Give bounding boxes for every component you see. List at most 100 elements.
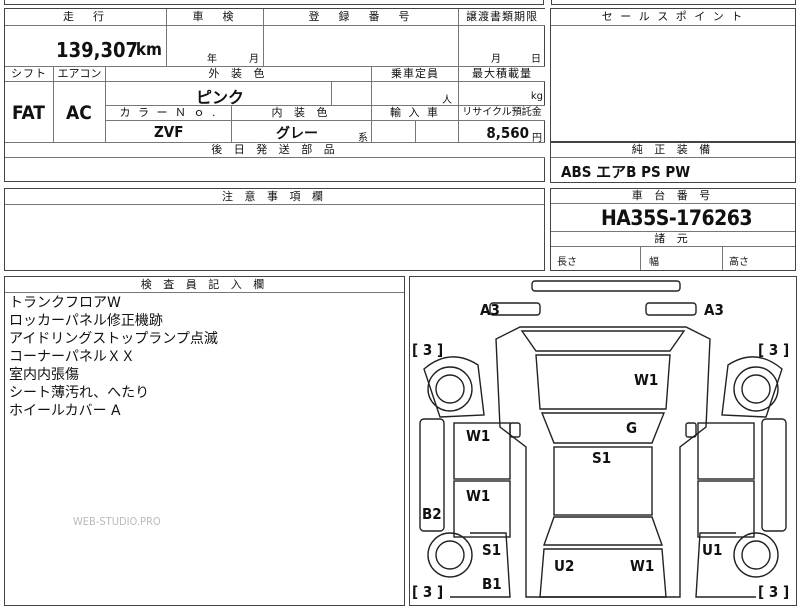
mark-hood: W1 — [634, 371, 659, 389]
wheel-front-left-inner-shape — [435, 374, 465, 404]
recycle-header: リサイクル預託金 — [459, 106, 545, 121]
mark-front-left: A3 — [480, 301, 500, 319]
mark-bracket-left-bottom: [ 3 ] — [412, 583, 444, 601]
mark-bracket-left-top: [ 3 ] — [412, 341, 444, 359]
standard-equipment-value: ABS エアB PS PW — [561, 163, 691, 181]
chassis-panel: 車 台 番 号 HA35S-176263 諸 元 長さ 幅 高さ — [550, 188, 796, 271]
mark-roof: S1 — [592, 449, 612, 467]
hood-shape — [535, 354, 671, 410]
inspection-month: 月 — [249, 54, 259, 65]
length-label: 長さ — [557, 257, 577, 268]
spec-table: 走 行 車 検 登 録 番 号 譲渡書類期限 139,307 km 年 月 月 … — [4, 8, 545, 182]
import-value-cell-a — [372, 121, 416, 143]
capacity-unit: 人 — [442, 95, 452, 106]
mark-trunk-right: W1 — [630, 557, 655, 575]
mark-right-rear-quarter: U1 — [702, 541, 723, 559]
right-front-door-shape — [697, 422, 755, 480]
mark-left-rear-quarter: S1 — [482, 541, 502, 559]
left-rocker-shape — [419, 418, 445, 532]
notes-panel: 注 意 事 項 欄 — [4, 188, 545, 271]
car-diagram-panel: A3 A3 [ 3 ] [ 3 ] W1 G S1 W1 W1 B2 S1 B1… — [409, 276, 797, 606]
chassis-number: HA35S-176263 — [601, 206, 753, 230]
height-cell: 高さ — [723, 247, 795, 270]
later-parts-value-cell — [5, 158, 545, 182]
wheel-front-right-shape — [733, 366, 779, 412]
later-parts-header: 後 日 発 送 部 品 — [5, 143, 545, 158]
wheel-rear-left-inner-shape — [435, 540, 465, 570]
inspector-note: ホイールカバー A — [9, 403, 121, 419]
exterior-color-header: 外 装 色 — [106, 67, 372, 82]
left-rear-door-shape — [453, 480, 511, 538]
chassis-header: 車 台 番 号 — [551, 189, 795, 204]
inspection-value-cell: 年 月 — [167, 26, 264, 67]
headlight-left-shape — [489, 302, 541, 316]
aircon-value: AC — [66, 102, 92, 124]
shift-header: シフト — [5, 67, 54, 82]
mark-bracket-right-top: [ 3 ] — [758, 341, 790, 359]
exterior-color-extra-cell — [332, 82, 372, 106]
inspector-note: コーナーパネルＸＸ — [9, 349, 135, 365]
transfer-day: 日 — [531, 54, 541, 65]
inspection-header: 車 検 — [167, 9, 264, 26]
fender-rear-left-shape — [450, 532, 511, 598]
headlight-right-shape — [645, 302, 697, 316]
standard-equipment-header: 純 正 装 備 — [551, 143, 795, 158]
wheel-rear-left-shape — [427, 532, 473, 578]
mark-windshield: G — [626, 419, 638, 437]
mark-left-front-door: W1 — [466, 427, 491, 445]
shift-value-cell: FAT — [5, 82, 54, 143]
recycle-amount: 8,560 — [486, 124, 529, 142]
registration-header: 登 録 番 号 — [264, 9, 459, 26]
recycle-unit: 円 — [532, 133, 542, 143]
recycle-value-cell: 8,560 円 — [459, 121, 545, 143]
car-outline-shape — [495, 326, 711, 598]
mark-left-rocker: B2 — [422, 505, 442, 523]
exterior-color-value: ピンク — [196, 88, 245, 106]
import-value-cell-b — [416, 121, 459, 143]
fender-front-left-shape — [423, 356, 485, 418]
top-cutoff-strip — [0, 0, 800, 6]
standard-equipment-panel: 純 正 装 備 ABS エアB PS PW — [550, 142, 796, 183]
wheel-front-right-inner-shape — [741, 374, 771, 404]
width-label: 幅 — [649, 257, 659, 268]
inspector-note: ロッカーパネル修正機跡 — [9, 313, 163, 329]
interior-color-suffix: 系 — [358, 133, 368, 143]
inspector-note: シート薄汚れ、へたり — [9, 385, 150, 401]
capacity-header: 乗車定員 — [372, 67, 459, 82]
color-no-header: カ ラ ー Ｎ ｏ . — [106, 106, 232, 121]
load-unit: kg — [530, 91, 543, 102]
mirror-left-shape — [509, 422, 521, 438]
rear-window-shape — [543, 516, 663, 546]
mileage-unit: km — [135, 40, 162, 60]
trunk-shape — [539, 548, 667, 598]
import-header: 輸 入 車 — [372, 106, 459, 121]
inspector-header: 検 査 員 記 入 欄 — [5, 277, 404, 293]
fender-front-right-shape — [721, 356, 783, 418]
transfer-header: 譲渡書類期限 — [459, 9, 545, 26]
mileage-header: 走 行 — [5, 9, 167, 26]
color-no-value: ZVF — [154, 123, 184, 141]
inspection-year: 年 — [207, 54, 217, 65]
notes-header: 注 意 事 項 欄 — [5, 189, 544, 205]
inspector-note: トランクフロアW — [9, 295, 121, 311]
sales-point-panel: セ ー ル ス ポ イ ン ト — [550, 8, 796, 142]
aircon-value-cell: AC — [54, 82, 106, 143]
wheel-rear-right-inner-shape — [741, 540, 771, 570]
top-cutoff-right — [551, 0, 796, 5]
mark-left-rear-bumper: B1 — [482, 575, 502, 593]
mark-bracket-right-bottom: [ 3 ] — [758, 583, 790, 601]
aircon-header: エアコン — [54, 67, 106, 82]
windshield-shape — [540, 412, 666, 444]
max-load-header: 最大積載量 — [459, 67, 545, 82]
height-label: 高さ — [729, 257, 749, 268]
color-no-value-cell: ZVF — [106, 121, 232, 143]
width-cell: 幅 — [641, 247, 723, 270]
interior-color-value-cell: グレー 系 — [232, 121, 372, 143]
mark-front-right: A3 — [704, 301, 724, 319]
front-grille-shape — [520, 330, 686, 352]
chassis-value-cell: HA35S-176263 — [551, 204, 795, 232]
transfer-month: 月 — [491, 54, 501, 65]
interior-color-header: 内 装 色 — [232, 106, 372, 121]
shift-value: FAT — [12, 102, 45, 124]
exterior-color-value-cell: ピンク — [106, 82, 332, 106]
